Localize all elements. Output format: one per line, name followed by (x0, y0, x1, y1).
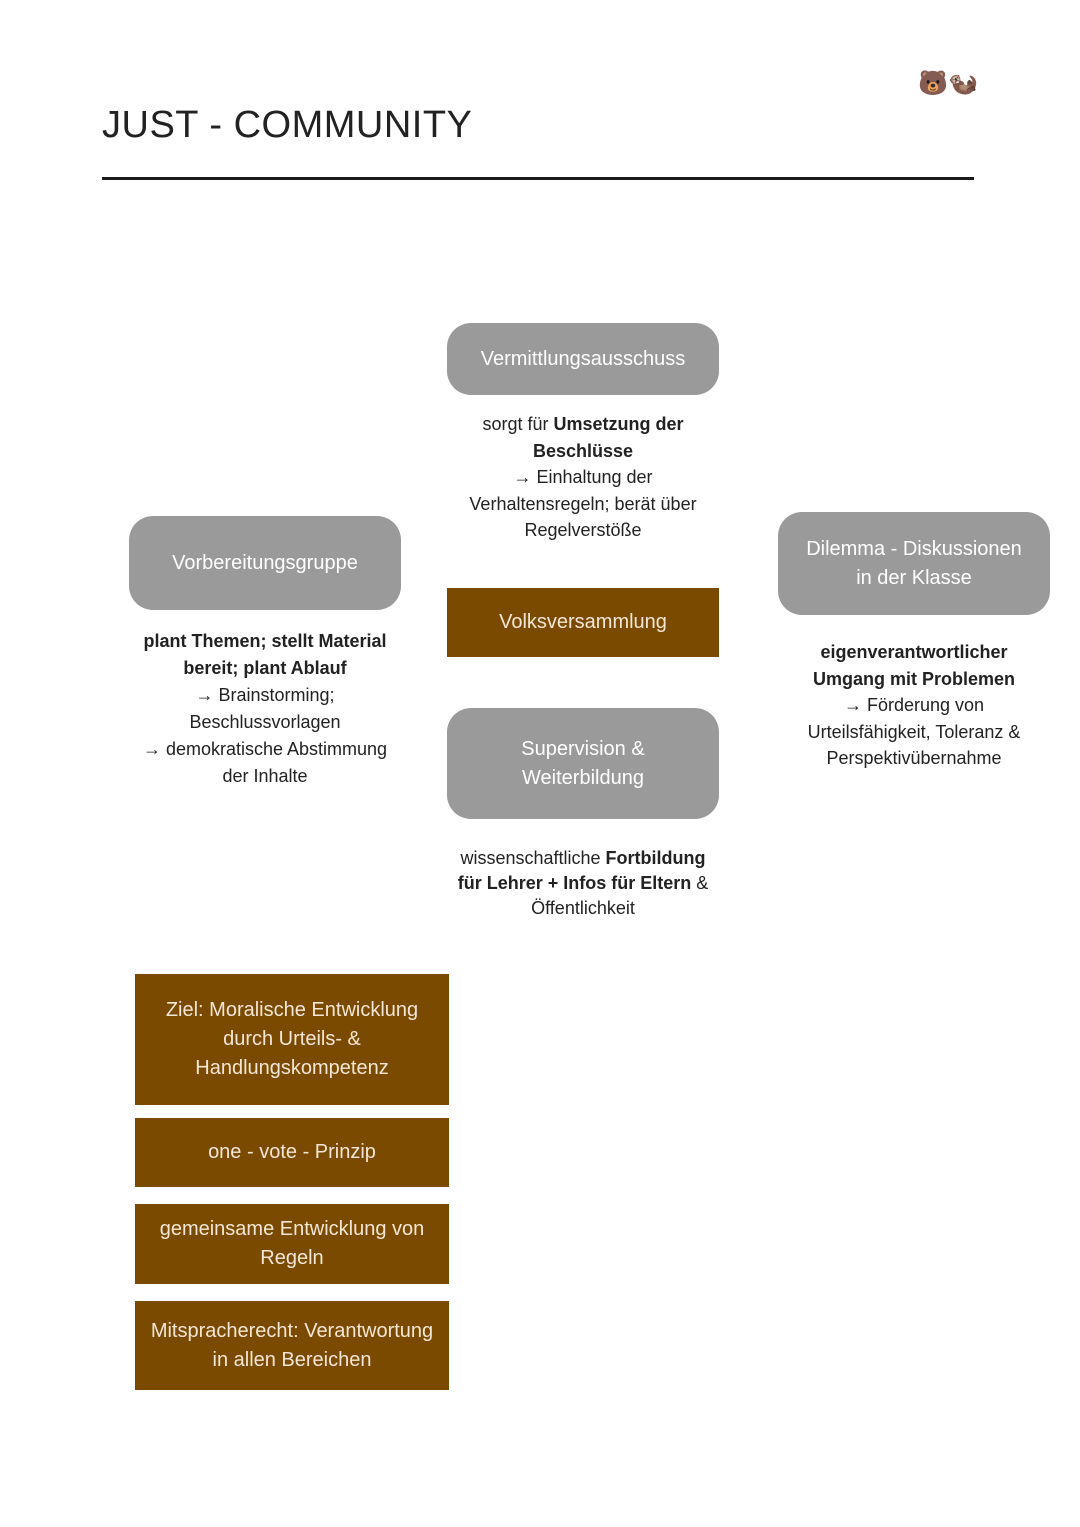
node-label: Volksversammlung (499, 611, 667, 633)
principle-box-mitspracherecht: Mitspracherecht: Verantwortung in allen … (135, 1301, 449, 1390)
desc-supervision: wissenschaftliche Fortbildung für Lehrer… (452, 846, 714, 921)
desc-bold: eigenverantwortlicher Umgang mit Problem… (812, 642, 1016, 689)
desc-text: sorgt für (482, 414, 554, 434)
desc-text: → Brainstorming; (195, 685, 335, 705)
node-label-line: Supervision & (521, 737, 645, 760)
desc-dilemma-diskussionen: eigenverantwortlicher Umgang mit Problem… (786, 639, 1042, 772)
node-volksversammlung: Volksversammlung (447, 588, 719, 657)
principle-line: in allen Bereichen (212, 1348, 372, 1371)
desc-vermittlungsausschuss: sorgt für Umsetzung der Beschlüsse → Ein… (455, 411, 711, 544)
principle-line: durch Urteils- & (223, 1028, 361, 1050)
title-divider (102, 177, 974, 180)
principle-line: Handlungskompetenz (195, 1057, 389, 1079)
principle-box-regeln: gemeinsame Entwicklung von Regeln (135, 1204, 449, 1284)
desc-text: wissenschaftliche (460, 848, 606, 868)
desc-vorbereitungsgruppe: plant Themen; stellt Material bereit; pl… (128, 628, 402, 790)
desc-text: & Öffentlichkeit (531, 873, 709, 918)
desc-text: der Inhalte (222, 766, 308, 786)
desc-text: → demokratische Abstimmung (142, 739, 388, 759)
node-dilemma-diskussionen: Dilemma - Diskussionen in der Klasse (778, 512, 1050, 615)
principle-line: one - vote - Prinzip (208, 1141, 376, 1163)
desc-text: Beschlussvorlagen (189, 712, 341, 732)
node-label-line: Weiterbildung (522, 766, 644, 789)
node-vermittlungsausschuss: Vermittlungsausschuss (447, 323, 719, 395)
page-title: JUST - COMMUNITY (102, 104, 473, 146)
otter-icon: 🦦 (948, 70, 978, 97)
desc-bold: Umsetzung der Beschlüsse (532, 414, 684, 461)
principle-box-ziel: Ziel: Moralische Entwicklung durch Urtei… (135, 974, 449, 1105)
bear-icon: 🐻 (918, 70, 948, 97)
principle-line: Ziel: Moralische Entwicklung (165, 999, 419, 1021)
principle-line: Mitspracherecht: Verantwortung (150, 1319, 434, 1342)
principle-line: gemeinsame Entwicklung von (159, 1218, 425, 1240)
desc-bold: Fortbildung für Lehrer + Infos für Elter… (457, 848, 706, 893)
desc-text: → Förderung von Urteilsfähigkeit, Tolera… (807, 695, 1021, 768)
node-supervision: Supervision & Weiterbildung (447, 708, 719, 819)
node-vorbereitungsgruppe: Vorbereitungsgruppe (129, 516, 401, 610)
node-label-line: in der Klasse (856, 566, 972, 589)
desc-bold: plant Themen; stellt Material bereit; pl… (143, 631, 387, 678)
node-label: Vorbereitungsgruppe (172, 551, 358, 574)
node-label-line: Dilemma - Diskussionen (806, 537, 1022, 560)
node-label: Vermittlungsausschuss (480, 347, 686, 370)
desc-text: → Einhaltung der Verhaltensregeln; berät… (469, 467, 697, 540)
principle-box-one-vote: one - vote - Prinzip (135, 1118, 449, 1187)
principle-line: Regeln (260, 1247, 324, 1269)
